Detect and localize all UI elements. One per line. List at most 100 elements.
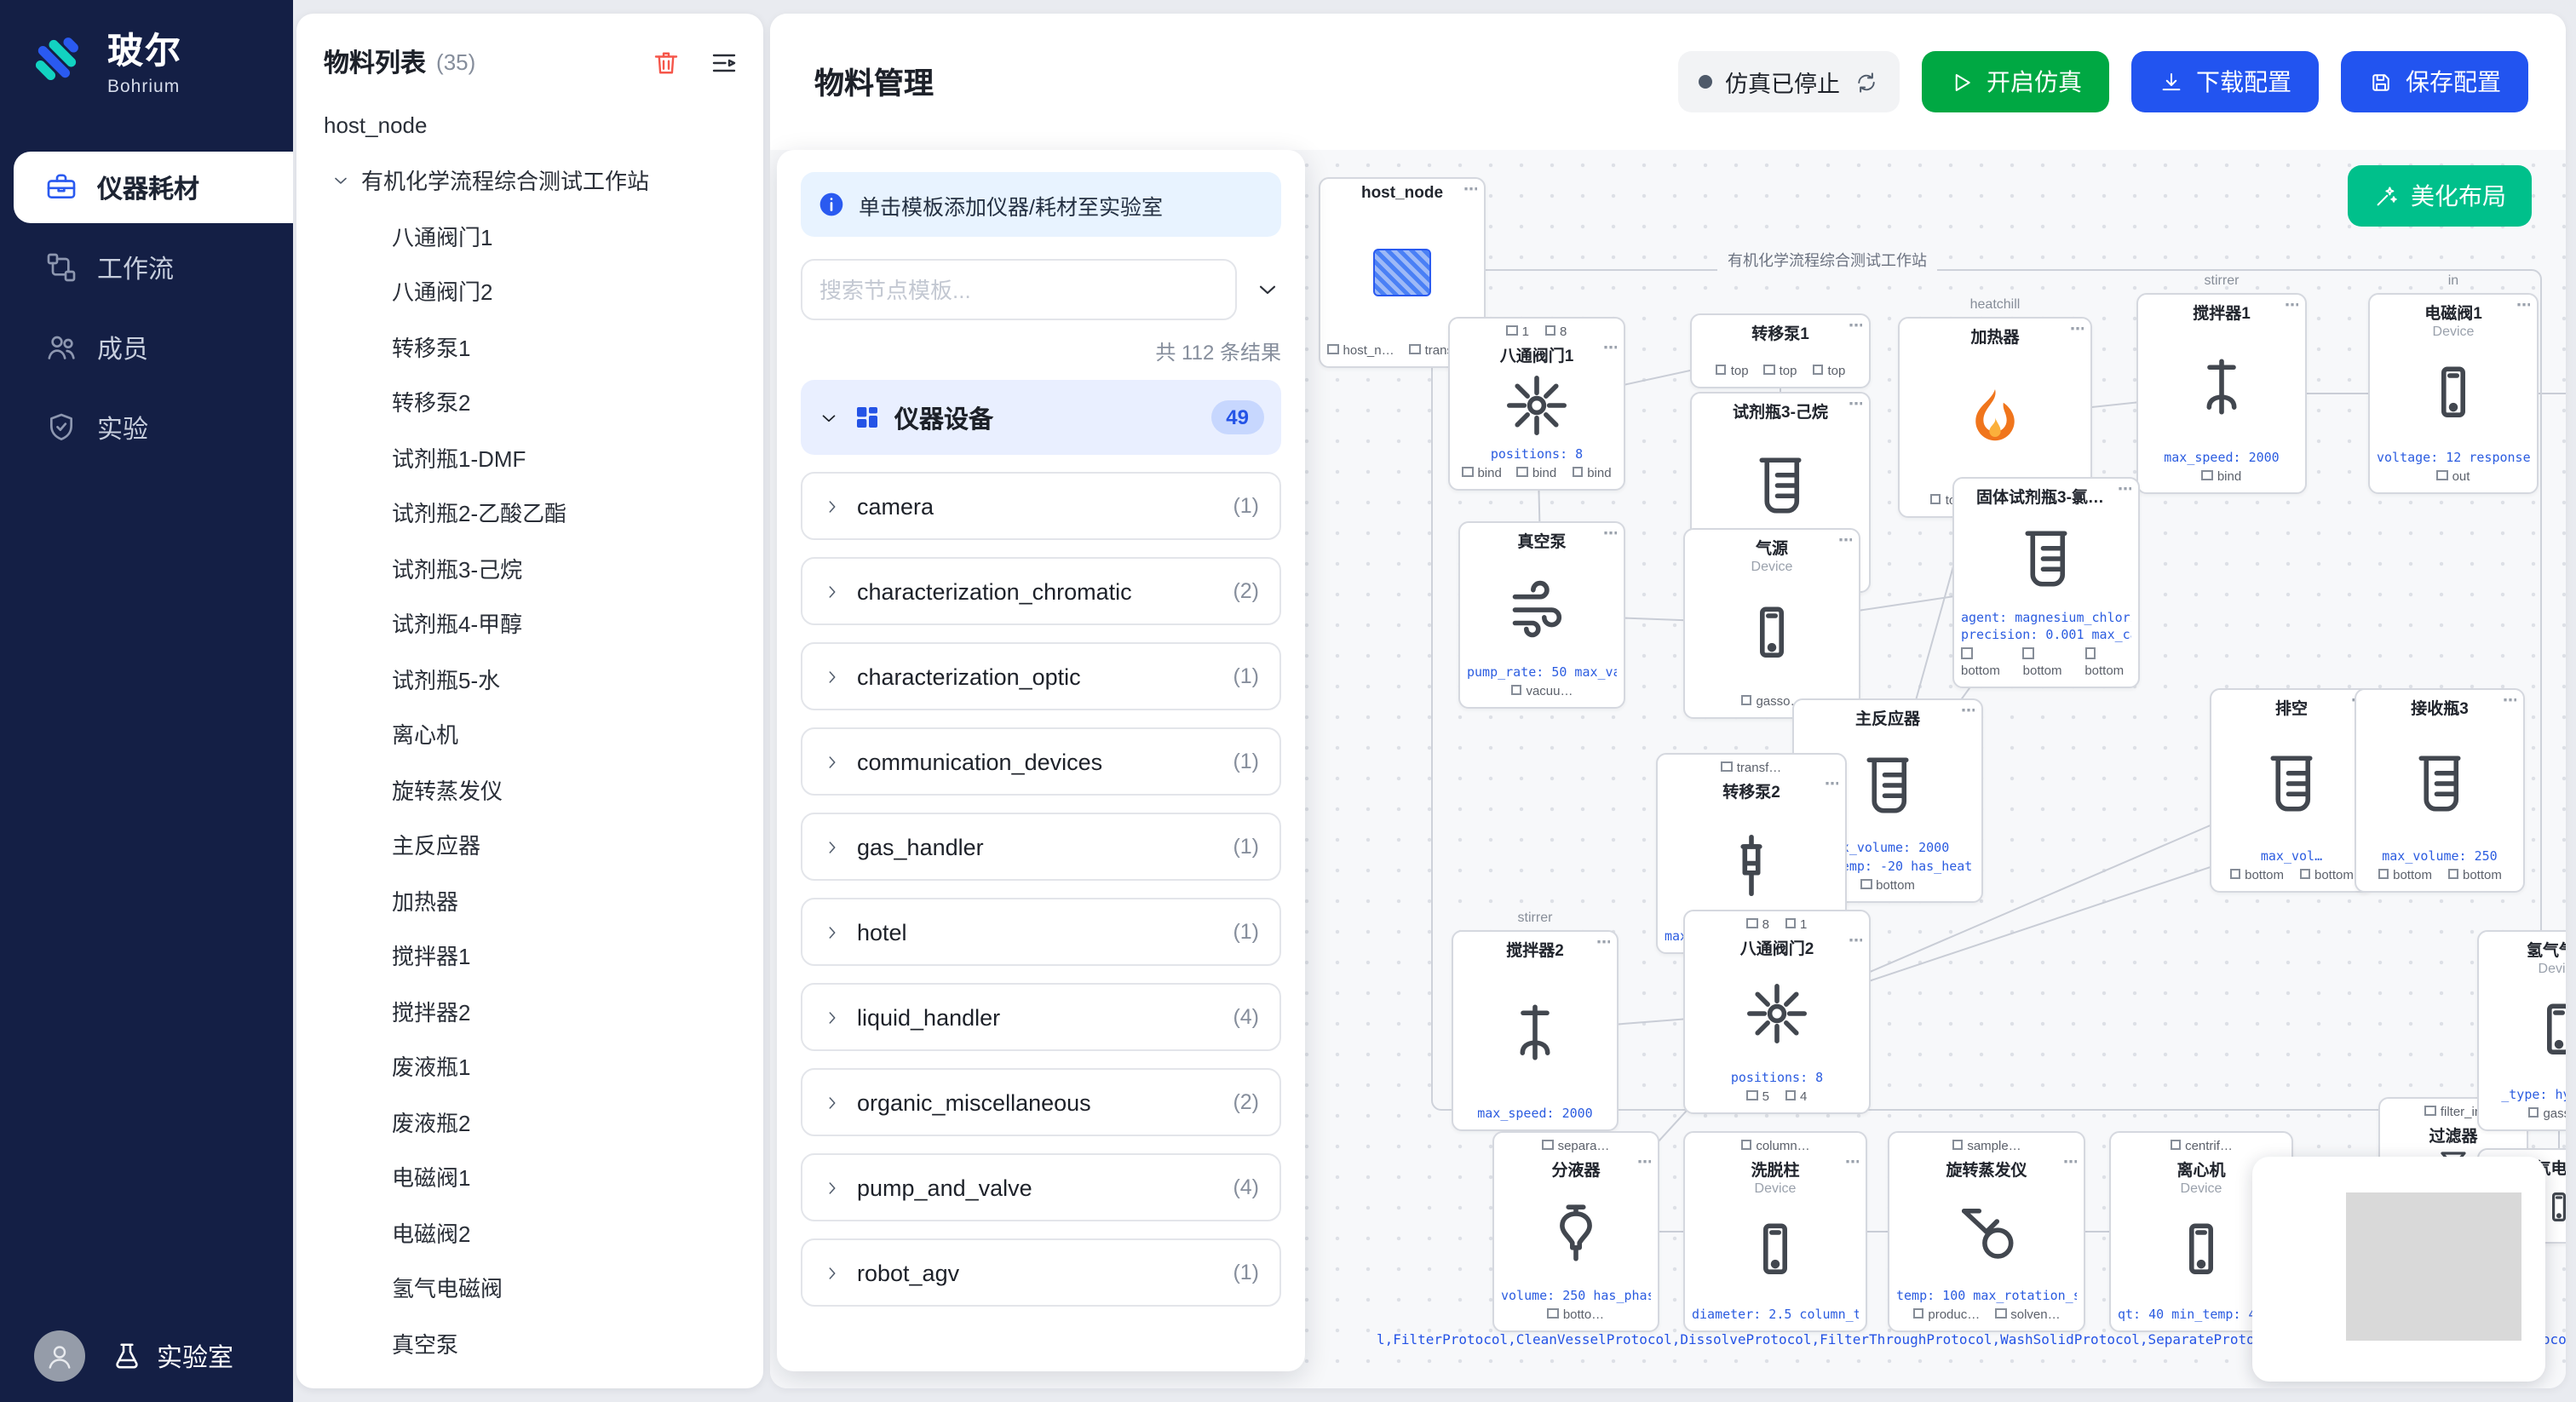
template-group-8[interactable]: pump_and_valve(4) (801, 1153, 1281, 1221)
port-label[interactable]: 4 (1785, 1089, 1807, 1106)
node-menu-icon[interactable]: ⋯ (1845, 1157, 1859, 1172)
canvas-node-1[interactable]: 18八通阀门1⋯positions: 8bindbindbind (1448, 317, 1625, 491)
template-group-2[interactable]: characterization_optic(1) (801, 642, 1281, 710)
canvas-node-9[interactable]: 气源⋯Devicegasso… (1683, 528, 1860, 719)
node-menu-icon[interactable]: ⋯ (1838, 535, 1852, 550)
canvas-node-15[interactable]: stirrer搅拌器2⋯max_speed: 2000 (1452, 930, 1619, 1131)
tree-item-14[interactable]: 搅拌器2 (296, 983, 763, 1038)
sidebar-item-0[interactable]: 仪器耗材 (14, 152, 293, 223)
tree-item-18[interactable]: 电磁阀2 (296, 1204, 763, 1260)
canvas-node-18[interactable]: column…洗脱柱⋯Devicediameter: 2.5 column_ty… (1683, 1131, 1867, 1332)
sidebar-item-1[interactable]: 工作流 (14, 232, 293, 303)
port-label[interactable]: solven… (1995, 1307, 2060, 1324)
save-config-button[interactable]: 保存配置 (2341, 51, 2528, 112)
tree-item-6[interactable]: 试剂瓶3-己烷 (296, 540, 763, 595)
port-label[interactable]: bind (1572, 466, 1611, 483)
canvas-node-19[interactable]: sample…旋转蒸发仪⋯temp: 100 max_rotation_spee… (1888, 1131, 2085, 1332)
template-group-4[interactable]: gas_handler(1) (801, 813, 1281, 881)
port-label[interactable]: bottom (2023, 646, 2070, 680)
node-menu-icon[interactable]: ⋯ (2070, 324, 2084, 339)
node-menu-icon[interactable]: ⋯ (1961, 705, 1975, 721)
port-label[interactable]: produc… (1912, 1307, 1980, 1324)
tree-item-13[interactable]: 搅拌器1 (296, 928, 763, 983)
port-label[interactable]: 1 (1507, 324, 1529, 341)
port-label[interactable]: out (2437, 469, 2470, 486)
node-menu-icon[interactable]: ⋯ (2503, 695, 2516, 710)
tree-item-17[interactable]: 电磁阀1 (296, 1149, 763, 1204)
port-label[interactable]: bottom (2299, 868, 2354, 885)
port-label[interactable]: transf… (1722, 760, 1782, 777)
port-label[interactable]: bottom (2378, 868, 2432, 885)
sidebar-item-3[interactable]: 实验 (14, 392, 293, 463)
tree-item-7[interactable]: 试剂瓶4-甲醇 (296, 595, 763, 651)
port-label[interactable]: 8 (1747, 916, 1769, 934)
tree-item-host-node[interactable]: host_node (296, 97, 763, 152)
minimap[interactable] (2252, 1157, 2545, 1382)
port-label[interactable]: sample… (1952, 1138, 2021, 1155)
collapse-list-icon[interactable] (709, 47, 739, 78)
tree-item-9[interactable]: 离心机 (296, 706, 763, 761)
template-group-9[interactable]: robot_agv(1) (801, 1238, 1281, 1307)
template-group-3[interactable]: communication_devices(1) (801, 727, 1281, 796)
port-label[interactable]: centrif… (2170, 1138, 2233, 1155)
logo[interactable]: 玻尔 Bohrium (0, 0, 293, 111)
user-avatar[interactable] (34, 1330, 85, 1382)
node-menu-icon[interactable]: ⋯ (1463, 184, 1477, 199)
port-label[interactable]: bottom (1860, 878, 1915, 895)
trash-icon[interactable] (651, 47, 681, 78)
canvas-node-5[interactable]: stirrer搅拌器1⋯max_speed: 2000bind (2136, 293, 2307, 494)
canvas-node-8[interactable]: 真空泵⋯pump_rate: 50 max_vacuum: 0.1vacuu… (1458, 521, 1625, 709)
template-group-1[interactable]: characterization_chromatic(2) (801, 557, 1281, 625)
tree-item-10[interactable]: 旋转蒸发仪 (296, 761, 763, 817)
tree-item-workstation[interactable]: 有机化学流程综合测试工作站 (296, 152, 763, 208)
port-label[interactable]: top (1812, 364, 1845, 381)
port-label[interactable]: bind (2202, 469, 2241, 486)
port-label[interactable]: 1 (1785, 916, 1807, 934)
port-label[interactable]: botto… (1548, 1307, 1604, 1324)
port-label[interactable]: filter_in (2425, 1104, 2481, 1121)
node-menu-icon[interactable]: ⋯ (1596, 937, 1610, 952)
tree-item-5[interactable]: 试剂瓶2-乙酸乙酯 (296, 485, 763, 540)
node-menu-icon[interactable]: ⋯ (1603, 528, 1617, 543)
start-simulation-button[interactable]: 开启仿真 (1922, 51, 2109, 112)
tree-item-11[interactable]: 主反应器 (296, 817, 763, 872)
template-group-6[interactable]: liquid_handler(4) (801, 983, 1281, 1051)
port-label[interactable]: bottom (2447, 868, 2502, 885)
tree-item-4[interactable]: 试剂瓶1-DMF (296, 429, 763, 485)
tree-item-16[interactable]: 废液瓶2 (296, 1094, 763, 1149)
canvas-node-13[interactable]: 排空⋯max_vol…bottombottom (2210, 688, 2373, 893)
node-menu-icon[interactable]: ⋯ (2063, 1157, 2077, 1172)
tree-item-8[interactable]: 试剂瓶5-水 (296, 651, 763, 706)
canvas-node-17[interactable]: separa…分液器⋯volume: 250 has_phases: trueb… (1492, 1131, 1659, 1332)
sidebar-item-2[interactable]: 成员 (14, 312, 293, 383)
chevron-down-icon[interactable] (331, 170, 351, 191)
node-menu-icon[interactable]: ⋯ (1849, 935, 1862, 951)
node-menu-icon[interactable]: ⋯ (1849, 320, 1862, 336)
node-menu-icon[interactable]: ⋯ (2118, 484, 2131, 499)
node-menu-icon[interactable]: ⋯ (1825, 779, 1838, 794)
port-label[interactable]: top (1764, 364, 1797, 381)
canvas-node-6[interactable]: in电磁阀1⋯Devicevoltage: 12 response_time: … (2368, 293, 2539, 494)
refresh-icon[interactable] (1854, 69, 1879, 95)
template-group-7[interactable]: organic_miscellaneous(2) (801, 1068, 1281, 1136)
node-menu-icon[interactable]: ⋯ (1849, 399, 1862, 414)
tree-item-12[interactable]: 加热器 (296, 872, 763, 928)
port-label[interactable]: gasso… (2527, 1106, 2566, 1123)
port-label[interactable]: bottom (2084, 646, 2131, 680)
port-label[interactable]: separa… (1543, 1138, 1610, 1155)
canvas-node-2[interactable]: 转移泵1⋯toptoptop (1690, 313, 1871, 388)
port-label[interactable]: bottom (2229, 868, 2284, 885)
download-config-button[interactable]: 下载配置 (2131, 51, 2319, 112)
canvas-node-16[interactable]: 81八通阀门2⋯positions: 854 (1683, 910, 1871, 1114)
tree-item-2[interactable]: 转移泵1 (296, 319, 763, 374)
category-instruments[interactable]: 仪器设备 49 (801, 380, 1281, 455)
port-label[interactable]: column… (1740, 1138, 1809, 1155)
node-menu-icon[interactable]: ⋯ (1637, 1157, 1651, 1172)
template-group-0[interactable]: camera(1) (801, 472, 1281, 540)
tree-item-15[interactable]: 废液瓶1 (296, 1038, 763, 1094)
template-search-input[interactable] (801, 259, 1237, 320)
tree-item-3[interactable]: 转移泵2 (296, 374, 763, 429)
port-label[interactable]: 5 (1747, 1089, 1769, 1106)
canvas-node-14[interactable]: 接收瓶3⋯max_volume: 250bottombottom (2355, 688, 2525, 893)
tree-item-1[interactable]: 八通阀门2 (296, 263, 763, 319)
